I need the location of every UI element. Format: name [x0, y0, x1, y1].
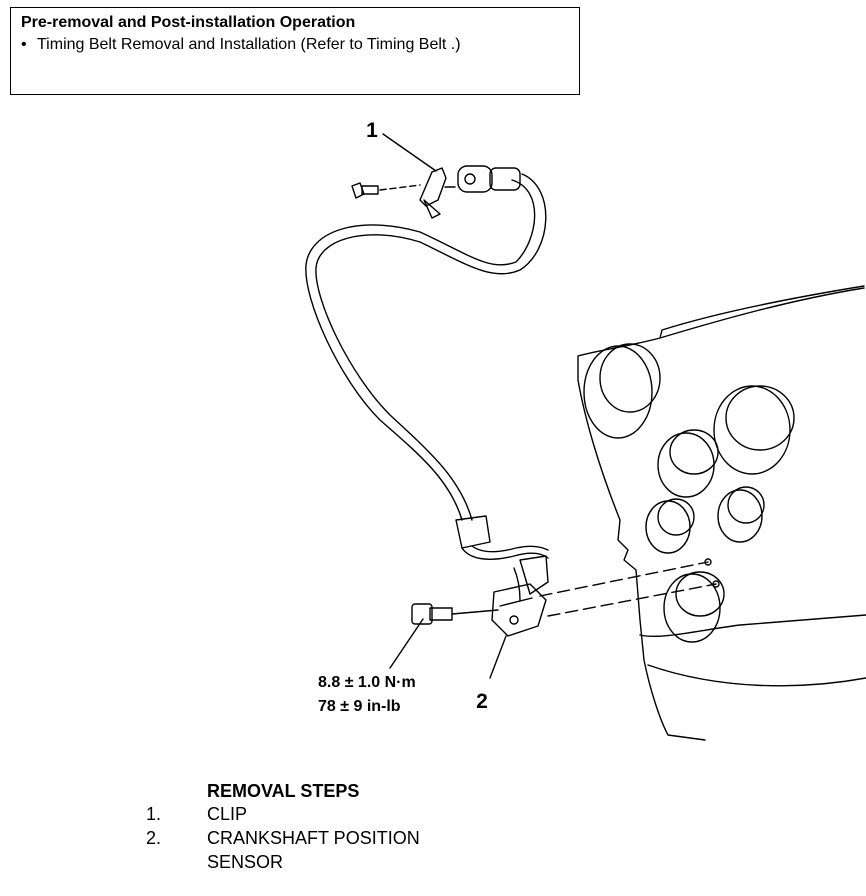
note-item: Timing Belt Removal and Installation (Re…	[21, 35, 569, 54]
leader-line-torque	[389, 618, 424, 669]
leader-line-2	[489, 635, 507, 679]
harness-clamp	[455, 515, 549, 560]
removal-step: 1. CLIP	[146, 802, 507, 826]
step-label: CRANKSHAFT POSITION SENSOR	[207, 828, 420, 872]
torque-inlb: 78 ± 9 in-lb	[318, 698, 401, 715]
connector-clip	[419, 165, 521, 219]
engine-pulleys	[583, 343, 795, 643]
engine-block-outline	[577, 285, 866, 741]
note-title: Pre-removal and Post-installation Operat…	[21, 14, 356, 31]
note-list: Timing Belt Removal and Installation (Re…	[21, 35, 569, 54]
step-number: 2.	[146, 828, 162, 848]
callout-1: 1	[366, 119, 378, 142]
callout-2: 2	[476, 690, 488, 713]
removal-step: 2. CRANKSHAFT POSITION SENSOR	[146, 826, 507, 874]
alignment-pin-1	[704, 558, 712, 566]
removal-steps: REMOVAL STEPS 1. CLIP 2. CRANKSHAFT POSI…	[146, 780, 507, 874]
step-label: CLIP	[207, 804, 248, 824]
torque-nm: 8.8 ± 1.0 N·m	[318, 674, 416, 691]
crankshaft-position-sensor	[491, 555, 549, 637]
pre-removal-note-box: Pre-removal and Post-installation Operat…	[10, 7, 580, 95]
alignment-lines	[539, 561, 717, 617]
step-number: 1.	[146, 804, 162, 824]
sensor-bolt	[411, 603, 499, 625]
sensor-harness	[305, 173, 547, 521]
alignment-pin-2	[712, 580, 720, 588]
removal-steps-title: REMOVAL STEPS	[207, 781, 360, 801]
clip-bolt	[351, 182, 421, 199]
note-item-text: Timing Belt Removal and Installation (Re…	[37, 36, 461, 53]
leader-line-1	[382, 133, 437, 172]
